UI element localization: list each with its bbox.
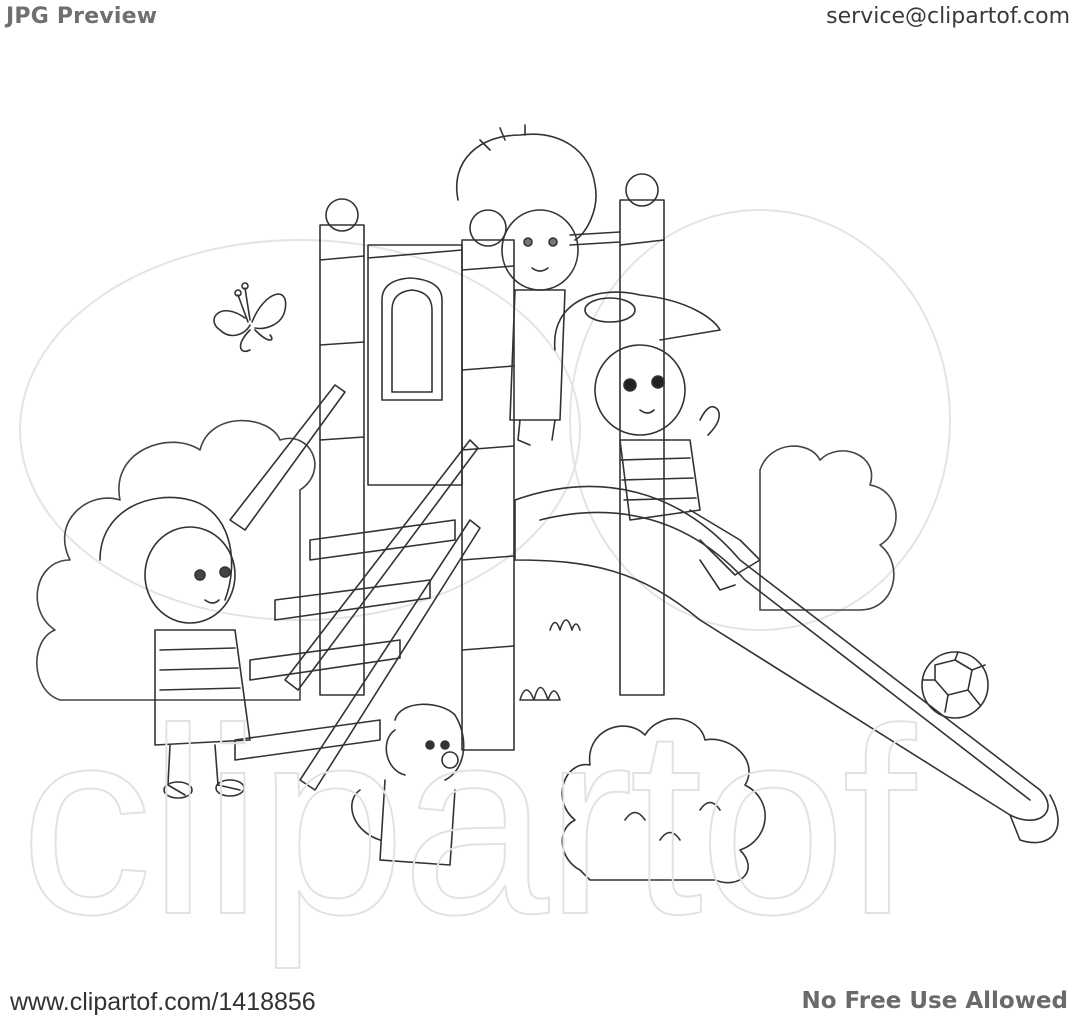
staircase [229, 384, 481, 791]
boy-on-tower [455, 124, 597, 446]
boy-with-cap [554, 291, 761, 591]
butterfly [213, 282, 287, 352]
bush-front [561, 717, 766, 884]
bush-right [759, 445, 897, 611]
grass-tuft [519, 686, 561, 701]
window [381, 277, 443, 401]
bush-left [36, 419, 316, 701]
grass-tuft [549, 619, 581, 631]
contact-email-link[interactable]: service@clipartof.com [826, 4, 1070, 29]
preview-label: JPG Preview [6, 4, 158, 29]
puppy [351, 703, 465, 866]
illustration [19, 124, 1059, 884]
watermark-arcs [19, 209, 951, 631]
girl-at-stairs [99, 496, 251, 799]
slide [514, 485, 1059, 844]
tower-front [319, 198, 515, 751]
usage-notice: No Free Use Allowed [801, 988, 1069, 1014]
clipart-url-link[interactable]: www.clipartof.com/1418856 [10, 988, 316, 1016]
soccer-ball [921, 651, 989, 719]
